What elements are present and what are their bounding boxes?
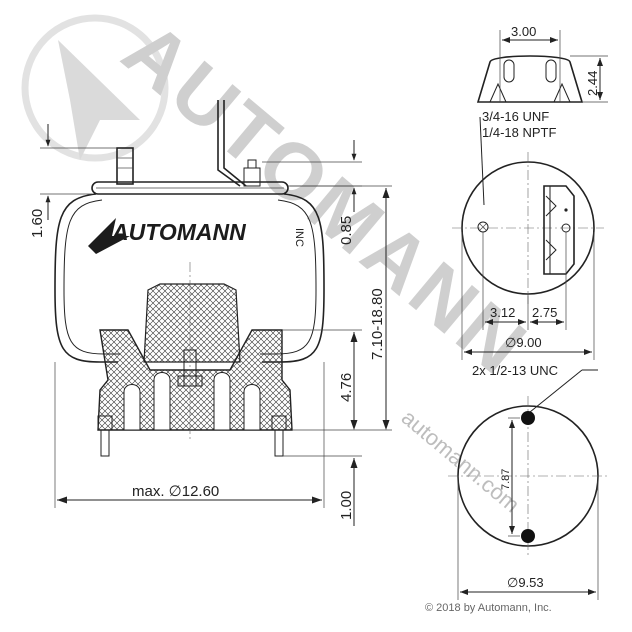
top-view: 3.12 2.75 ∅9.00 [452,152,604,360]
dim-top-width: 3.00 [511,24,536,39]
top-stud [116,147,134,185]
bolt-hole-top [521,411,535,425]
watermark-url: automann.com [397,405,525,518]
top-plate [91,181,289,195]
automann-logo: AUTOMANN INC [88,218,305,254]
air-fitting [243,159,261,187]
bolt-hole-bottom [521,529,535,543]
dim-upper-offset: 0.85 [338,216,355,245]
dim-bolt-spacing: 7.87 [500,469,512,490]
dim-offset-left: 3.12 [490,305,515,320]
bottom-studs [97,415,287,457]
dim-stud-length: 1.00 [338,491,355,520]
dim-height-range: 7.10-18.80 [369,288,386,360]
bottom-view: 2x 1/2-13 UNC 7.87 ∅9.53 [448,363,608,600]
label-stud-thread: 3/4-16 UNF [482,109,549,124]
dim-top-plate-diameter: ∅9.00 [505,335,542,350]
dim-piston-height: 4.76 [338,373,355,402]
side-view: AUTOMANN INC 1.60 [29,100,392,526]
logo-suffix: INC [293,228,305,247]
label-port-thread: 1/4-18 NPTF [482,125,556,140]
mounting-bracket [217,100,247,187]
copyright: © 2018 by Automann, Inc. [425,602,552,614]
logo-brand: AUTOMANN [111,219,246,245]
label-bottom-bolts: 2x 1/2-13 UNC [472,363,558,378]
bellows [54,193,325,363]
watermark-logo-mark [21,14,169,162]
dim-max-diameter: max. ∅12.60 [132,483,219,500]
dim-top-height: 2.44 [585,71,600,96]
dim-offset-right: 2.75 [532,305,557,320]
dim-left-height: 1.60 [29,209,46,238]
top-bracket-outline [543,185,575,275]
bracket-detail: 3.00 2.44 [476,24,608,103]
dim-bottom-diameter: ∅9.53 [507,575,544,590]
